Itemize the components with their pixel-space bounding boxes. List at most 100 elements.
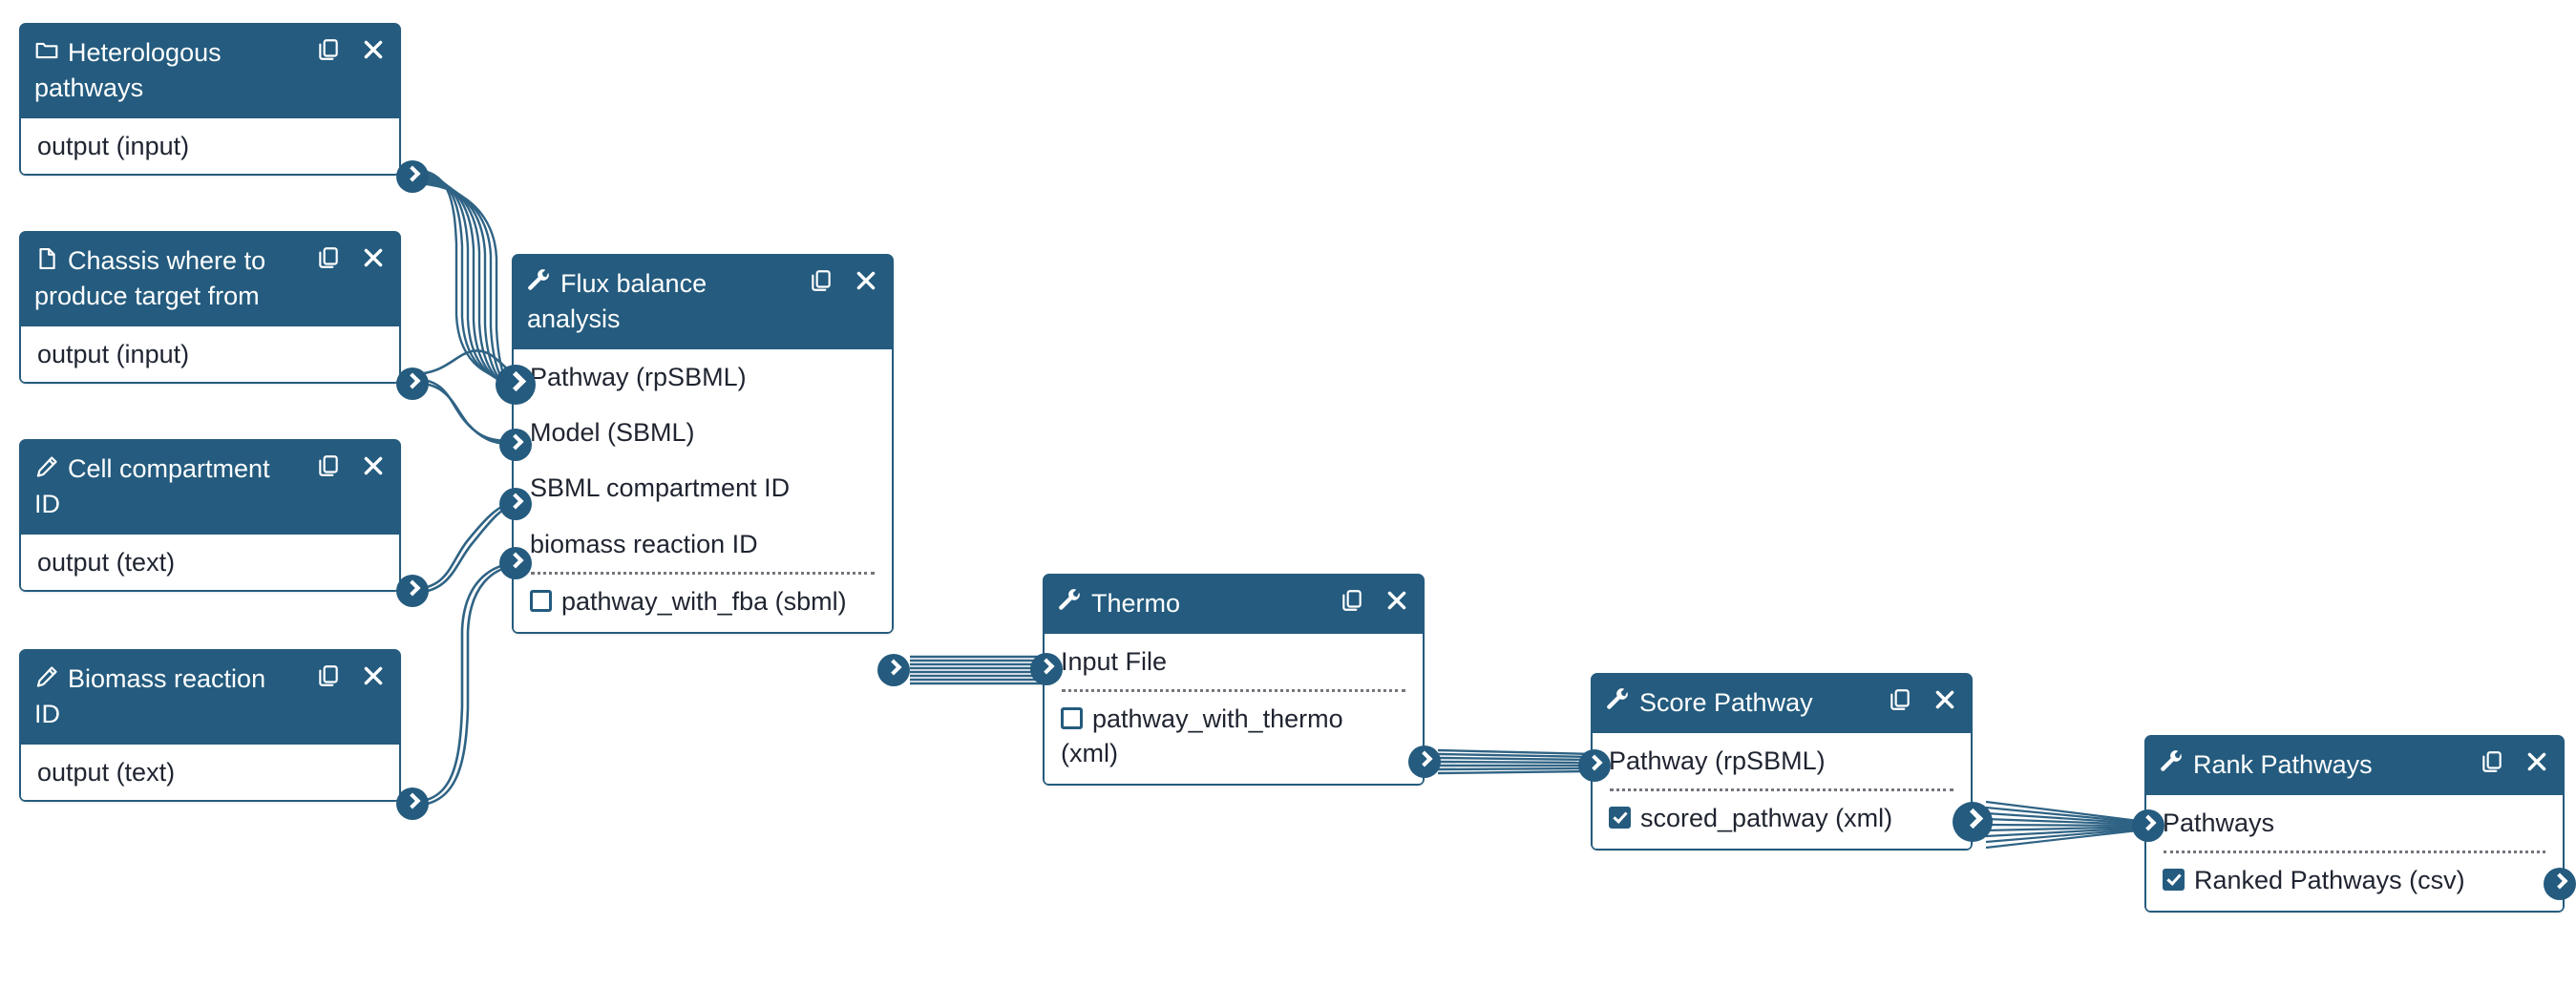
file-icon [34, 246, 59, 271]
output-knob-score-pathway[interactable] [1953, 802, 1993, 842]
duplicate-icon[interactable] [1340, 588, 1364, 613]
duplicate-icon[interactable] [316, 453, 341, 478]
node-body: output (input) [21, 326, 399, 383]
duplicate-icon[interactable] [316, 663, 341, 688]
output-checkbox[interactable] [1061, 707, 1083, 730]
output-knob-cell-compartment[interactable] [396, 575, 429, 607]
pencil-icon [34, 664, 59, 689]
wrench-icon [527, 269, 552, 294]
output-checkbox-row-scored-pathway[interactable]: scored_pathway (xml) [1593, 791, 1971, 849]
edge-cell-to-fba-compartment [412, 500, 517, 595]
output-port-row[interactable]: output (input) [37, 339, 190, 368]
input-port-sbml-compartment-id[interactable]: SBML compartment ID [530, 473, 791, 503]
output-knob-fba[interactable] [877, 654, 910, 686]
node-title: Cell compartment ID [34, 453, 270, 518]
pencil-icon [34, 454, 59, 479]
output-checkbox[interactable] [2163, 869, 2185, 892]
folder-icon [34, 38, 59, 63]
input-knob-fba-model[interactable] [499, 429, 532, 461]
node-chassis[interactable]: Chassis where to produce target from out… [19, 231, 401, 385]
node-title: Thermo [1091, 588, 1181, 618]
close-icon[interactable] [854, 268, 878, 293]
input-port-input-file[interactable]: Input File [1061, 646, 1168, 676]
node-thermo[interactable]: Thermo Input File pathway_with_thermo (x… [1043, 574, 1425, 787]
node-rank-pathways[interactable]: Rank Pathways Pathways Ranked Pathways (… [2144, 735, 2565, 914]
wrench-icon [1606, 688, 1631, 713]
output-checkbox-row-pathway-with-thermo[interactable]: pathway_with_thermo (xml) [1045, 692, 1423, 784]
node-body: output (input) [21, 117, 399, 175]
input-knob-score-pathway[interactable] [1578, 749, 1611, 782]
node-header[interactable]: Rank Pathways [2146, 737, 2563, 795]
output-knob-chassis[interactable] [396, 368, 429, 400]
close-icon[interactable] [2524, 749, 2549, 774]
edge-score-to-rank [1985, 800, 2147, 850]
section-divider [531, 572, 875, 576]
input-knob-rank-pathways[interactable] [2132, 809, 2164, 842]
close-icon[interactable] [1932, 687, 1957, 712]
duplicate-icon[interactable] [316, 245, 341, 270]
edge-thermo-to-score [1437, 748, 1594, 775]
edge-biomass-to-fba-biomass [412, 561, 517, 808]
input-knob-fba-pathway[interactable] [496, 365, 536, 405]
node-header[interactable]: Heterologous pathways [21, 25, 399, 118]
node-header[interactable]: Thermo [1045, 576, 1423, 634]
node-header[interactable]: Score Pathway [1593, 675, 1971, 733]
output-port-row[interactable]: output (text) [37, 547, 176, 577]
node-score-pathway[interactable]: Score Pathway Pathway (rpSBML) scored_pa… [1591, 673, 1973, 851]
node-title: Flux balance analysis [527, 268, 707, 333]
duplicate-icon[interactable] [809, 268, 834, 293]
node-header[interactable]: Cell compartment ID [21, 441, 399, 535]
output-port-row[interactable]: output (input) [37, 131, 190, 160]
output-label: scored_pathway (xml) [1640, 804, 1893, 833]
input-port-pathway[interactable]: Pathway (rpSBML) [530, 362, 747, 391]
duplicate-icon[interactable] [1888, 687, 1912, 712]
node-title: Rank Pathways [2193, 749, 2373, 779]
output-checkbox-row-pathway-with-fba[interactable]: pathway_with_fba (sbml) [514, 575, 892, 632]
output-label: Ranked Pathways (csv) [2194, 866, 2465, 895]
input-port-pathway[interactable]: Pathway (rpSBML) [1609, 746, 1826, 775]
input-port-biomass-reaction-id[interactable]: biomass reaction ID [530, 529, 758, 558]
input-knob-fba-compartment[interactable] [499, 488, 532, 520]
input-port-pathways[interactable]: Pathways [2163, 808, 2275, 837]
node-body: Pathway (rpSBML) scored_pathway (xml) [1593, 732, 1971, 850]
node-cell-compartment-id[interactable]: Cell compartment ID output (text) [19, 439, 401, 593]
section-divider [1062, 689, 1405, 693]
output-label: pathway_with_fba (sbml) [561, 587, 847, 617]
close-icon[interactable] [361, 663, 386, 688]
section-divider [1610, 788, 1953, 792]
output-knob-rank-pathways[interactable] [2544, 868, 2576, 900]
node-biomass-reaction-id[interactable]: Biomass reaction ID output (text) [19, 649, 401, 803]
node-flux-balance-analysis[interactable]: Flux balance analysis Pathway (rpSBML) M… [512, 254, 894, 635]
close-icon[interactable] [361, 245, 386, 270]
duplicate-icon[interactable] [2480, 749, 2504, 774]
node-header[interactable]: Flux balance analysis [514, 256, 892, 349]
duplicate-icon[interactable] [316, 37, 341, 62]
wrench-icon [2160, 750, 2185, 775]
node-body: Pathway (rpSBML) Model (SBML) SBML compa… [514, 348, 892, 633]
output-knob-biomass[interactable] [396, 788, 429, 820]
input-knob-thermo[interactable] [1030, 653, 1063, 685]
node-body: Pathways Ranked Pathways (csv) [2146, 794, 2563, 912]
node-body: output (text) [21, 534, 399, 591]
node-heterologous-pathways[interactable]: Heterologous pathways output (input) [19, 23, 401, 177]
close-icon[interactable] [361, 453, 386, 478]
output-knob-thermo[interactable] [1408, 746, 1441, 778]
node-title: Heterologous pathways [34, 37, 222, 102]
input-knob-fba-biomass[interactable] [499, 547, 532, 579]
close-icon[interactable] [361, 37, 386, 62]
close-icon[interactable] [1384, 588, 1409, 613]
input-port-model[interactable]: Model (SBML) [530, 418, 695, 448]
node-title: Biomass reaction ID [34, 663, 266, 728]
output-port-row[interactable]: output (text) [37, 757, 176, 787]
output-checkbox-row-ranked-pathways[interactable]: Ranked Pathways (csv) [2146, 853, 2563, 911]
node-body: output (text) [21, 744, 399, 801]
output-checkbox[interactable] [530, 590, 552, 613]
node-title: Score Pathway [1639, 687, 1813, 717]
node-header[interactable]: Chassis where to produce target from [21, 233, 399, 326]
output-knob-heterologous[interactable] [396, 160, 429, 193]
output-label: pathway_with_thermo (xml) [1061, 704, 1343, 768]
output-checkbox[interactable] [1609, 807, 1631, 830]
edge-heterologous-to-fba [412, 168, 517, 395]
node-header[interactable]: Biomass reaction ID [21, 651, 399, 745]
